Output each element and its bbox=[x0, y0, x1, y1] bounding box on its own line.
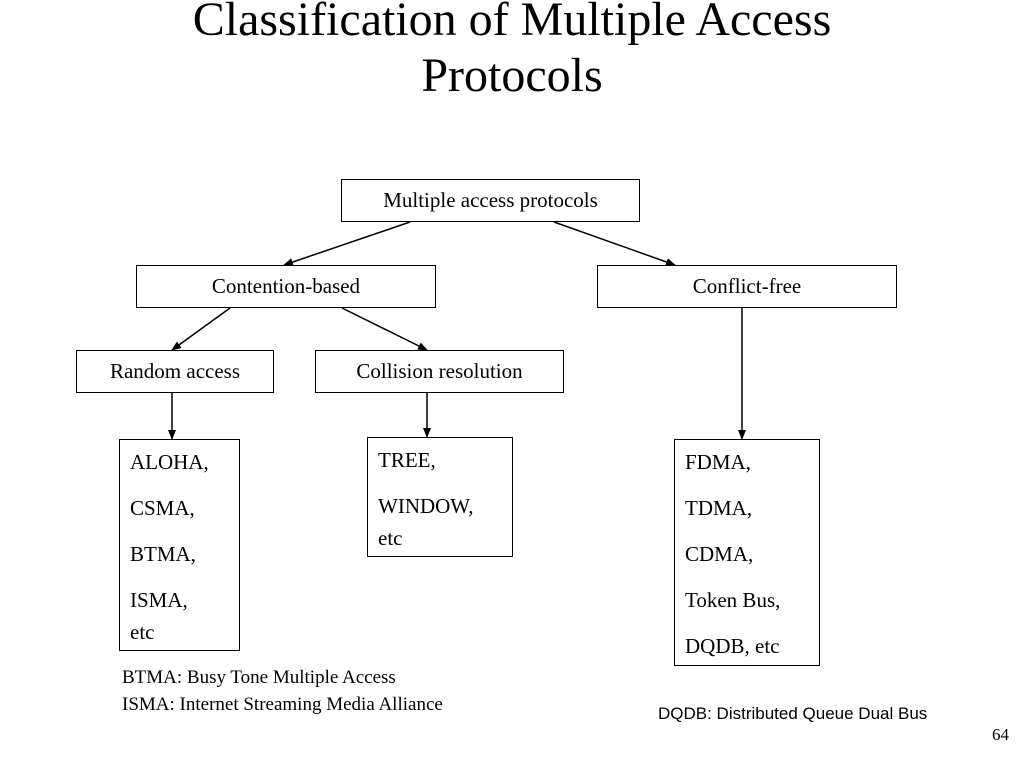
list-item: ISMA, bbox=[130, 588, 188, 612]
node-random-access-label: Random access bbox=[109, 359, 241, 383]
collision-resolution-protocol-list: TREE, WINDOW, etc bbox=[367, 437, 513, 557]
list-item: ALOHA, bbox=[130, 450, 209, 474]
arrow-contention-to-collision bbox=[341, 307, 428, 351]
list-item: CDMA, bbox=[685, 542, 754, 566]
random-access-protocol-list: ALOHA, CSMA, BTMA, ISMA, etc bbox=[119, 439, 240, 651]
list-item: BTMA, bbox=[130, 542, 196, 566]
abbreviation-footnotes: BTMA: Busy Tone Multiple Access ISMA: In… bbox=[122, 664, 443, 718]
list-item: TDMA, bbox=[685, 496, 753, 520]
list-item: FDMA, bbox=[685, 450, 751, 474]
arrow-root-to-contention bbox=[283, 221, 411, 266]
list-item: Token Bus, bbox=[685, 588, 781, 612]
node-random-access: Random access bbox=[76, 350, 274, 393]
arrow-root-to-conflict-free bbox=[553, 221, 676, 266]
node-contention-based-label: Contention-based bbox=[211, 274, 361, 298]
node-conflict-free-label: Conflict-free bbox=[692, 274, 802, 298]
btma-footnote: BTMA: Busy Tone Multiple Access bbox=[122, 667, 396, 688]
list-item: TREE, bbox=[378, 448, 436, 472]
dqdb-footnote: DQDB: Distributed Queue Dual Bus bbox=[658, 704, 928, 723]
node-contention-based: Contention-based bbox=[136, 265, 436, 308]
page-number: 64 bbox=[992, 725, 1009, 744]
node-collision-resolution: Collision resolution bbox=[315, 350, 564, 393]
list-item: CSMA, bbox=[130, 496, 195, 520]
list-item: etc bbox=[378, 526, 403, 550]
conflict-free-protocol-list: FDMA, TDMA, CDMA, Token Bus, DQDB, etc bbox=[674, 439, 820, 666]
node-conflict-free: Conflict-free bbox=[597, 265, 897, 308]
list-item: etc bbox=[130, 620, 155, 644]
slide-title-line-1: Classification of Multiple Access bbox=[192, 0, 832, 46]
node-collision-resolution-label: Collision resolution bbox=[356, 359, 523, 383]
arrow-contention-to-random bbox=[171, 307, 231, 351]
slide-title: Classification of Multiple Access Protoc… bbox=[0, 0, 1024, 104]
node-multiple-access-protocols: Multiple access protocols bbox=[341, 179, 640, 222]
node-multiple-access-protocols-label: Multiple access protocols bbox=[383, 188, 598, 212]
slide-title-line-2: Protocols bbox=[421, 49, 603, 102]
list-item: DQDB, etc bbox=[685, 634, 780, 658]
list-item: WINDOW, bbox=[378, 494, 474, 518]
isma-footnote: ISMA: Internet Streaming Media Alliance bbox=[122, 694, 443, 715]
